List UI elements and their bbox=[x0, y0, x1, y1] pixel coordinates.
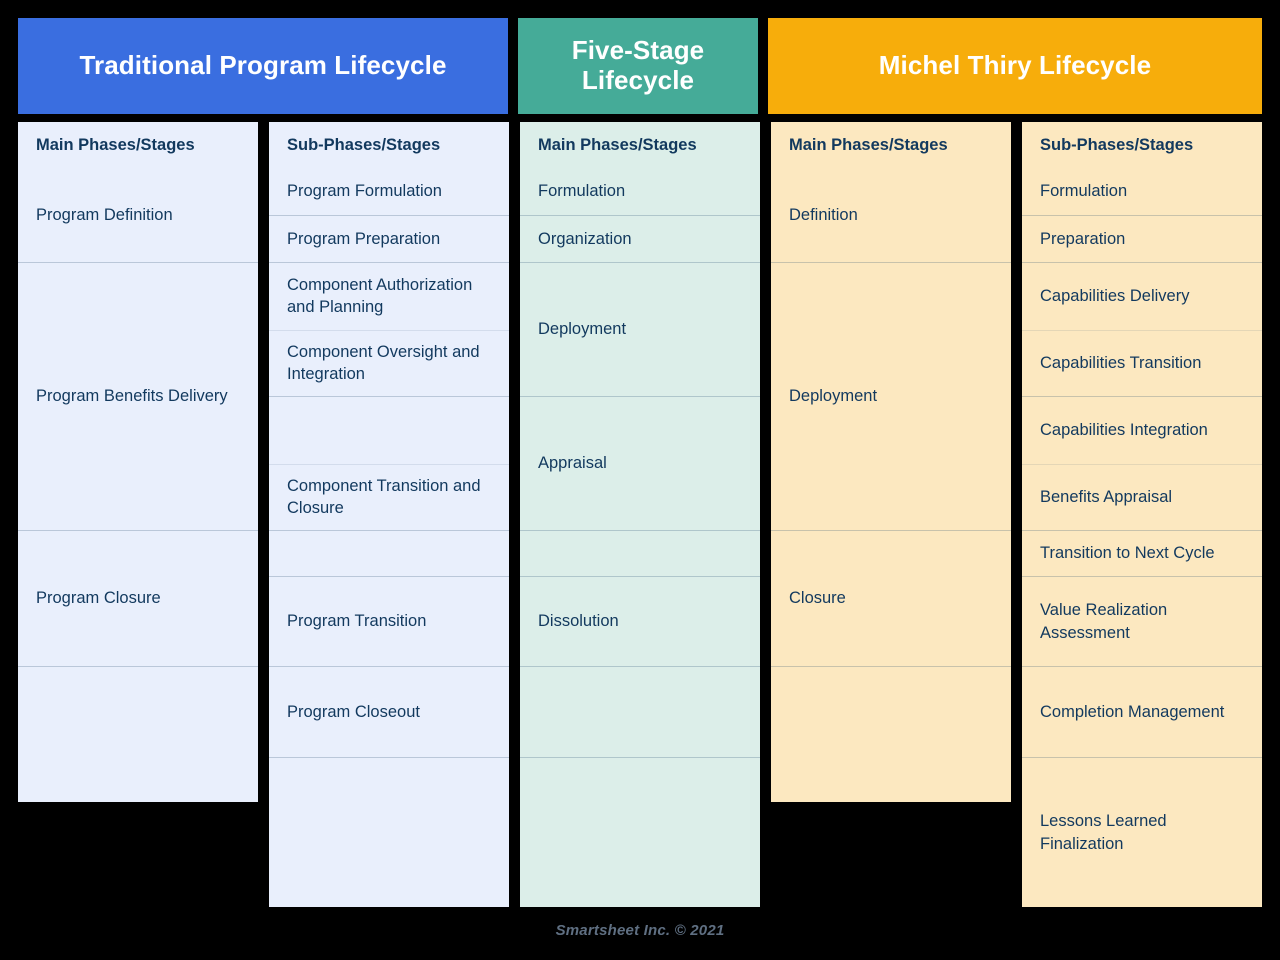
cell-c1-r2: Program Benefits Delivery bbox=[18, 262, 258, 530]
cell-c5-r1: Formulation bbox=[1022, 168, 1262, 215]
cell-c3-r1: Formulation bbox=[520, 168, 760, 215]
cell-c3-r8 bbox=[520, 757, 760, 907]
cell-c4-r3: Closure bbox=[771, 530, 1011, 666]
column-header-2: Sub-Phases/Stages bbox=[269, 122, 509, 168]
cell-c2-r2: Program Preparation bbox=[269, 215, 509, 262]
cell-c1-r1: Program Definition bbox=[18, 168, 258, 262]
banner-five-stage-lifecycle: Five-Stage Lifecycle bbox=[518, 18, 758, 114]
cell-c5-r8: Lessons Learned Finalization bbox=[1022, 757, 1262, 907]
banner-michel-thiry-label: Michel Thiry Lifecycle bbox=[878, 50, 1152, 81]
column-header-3: Main Phases/Stages bbox=[520, 122, 760, 168]
cell-c4-r2: Deployment bbox=[771, 262, 1011, 530]
cell-c1-r3: Program Closure bbox=[18, 530, 258, 666]
banner-five-stage-label: Five-Stage Lifecycle bbox=[571, 35, 705, 96]
cell-c2-r4-seg2: Component Transition and Closure bbox=[269, 463, 509, 531]
cell-c3-r5 bbox=[520, 530, 760, 576]
banner-five-stage-line1: Five-Stage bbox=[571, 35, 705, 66]
cell-c4-r4 bbox=[771, 666, 1011, 802]
column-header-5: Sub-Phases/Stages bbox=[1022, 122, 1262, 168]
cell-c2-r4: Component Transition and Closure bbox=[269, 396, 509, 530]
cell-c3-r7 bbox=[520, 666, 760, 757]
cell-c2-r3-seg2: Component Oversight and Integration bbox=[269, 329, 509, 397]
banner-traditional-program-lifecycle: Traditional Program Lifecycle bbox=[18, 18, 508, 114]
cell-c5-r7: Completion Management bbox=[1022, 666, 1262, 757]
cell-c5-r4-seg1: Capabilities Integration bbox=[1040, 421, 1208, 440]
cell-c2-r6: Program Transition bbox=[269, 576, 509, 666]
cell-c2-r3-seg1: Component Authorization and Planning bbox=[287, 275, 473, 317]
cell-c2-r8 bbox=[269, 757, 509, 907]
footer-copyright: Smartsheet Inc. © 2021 bbox=[555, 922, 725, 939]
cell-c1-r4 bbox=[18, 666, 258, 802]
cell-c5-r3-seg1: Capabilities Delivery bbox=[1040, 287, 1190, 306]
cell-c5-r3-seg2: Capabilities Transition bbox=[1022, 329, 1262, 397]
banner-five-stage-line2: Lifecycle bbox=[581, 65, 695, 95]
cell-c5-r2: Preparation bbox=[1022, 215, 1262, 262]
cell-c5-r5: Transition to Next Cycle bbox=[1022, 530, 1262, 576]
cell-c4-r1: Definition bbox=[771, 168, 1011, 262]
banner-row: Traditional Program Lifecycle Five-Stage… bbox=[18, 18, 1262, 114]
cell-c3-r3: Deployment bbox=[520, 262, 760, 396]
cell-c2-r5 bbox=[269, 530, 509, 576]
cell-c5-r6: Value Realization Assessment bbox=[1022, 576, 1262, 666]
cell-c2-r7: Program Closeout bbox=[269, 666, 509, 757]
cell-c3-r4: Appraisal bbox=[520, 396, 760, 530]
cell-c2-r1: Program Formulation bbox=[269, 168, 509, 215]
banner-traditional-label: Traditional Program Lifecycle bbox=[79, 50, 447, 81]
cell-c2-r4-seg1 bbox=[269, 397, 509, 464]
cell-c3-r6: Dissolution bbox=[520, 576, 760, 666]
column-header-4: Main Phases/Stages bbox=[771, 122, 1011, 168]
column-header-1: Main Phases/Stages bbox=[18, 122, 258, 168]
cell-c5-r4-seg2: Benefits Appraisal bbox=[1022, 463, 1262, 531]
cell-c3-r2: Organization bbox=[520, 215, 760, 262]
banner-michel-thiry-lifecycle: Michel Thiry Lifecycle bbox=[768, 18, 1262, 114]
